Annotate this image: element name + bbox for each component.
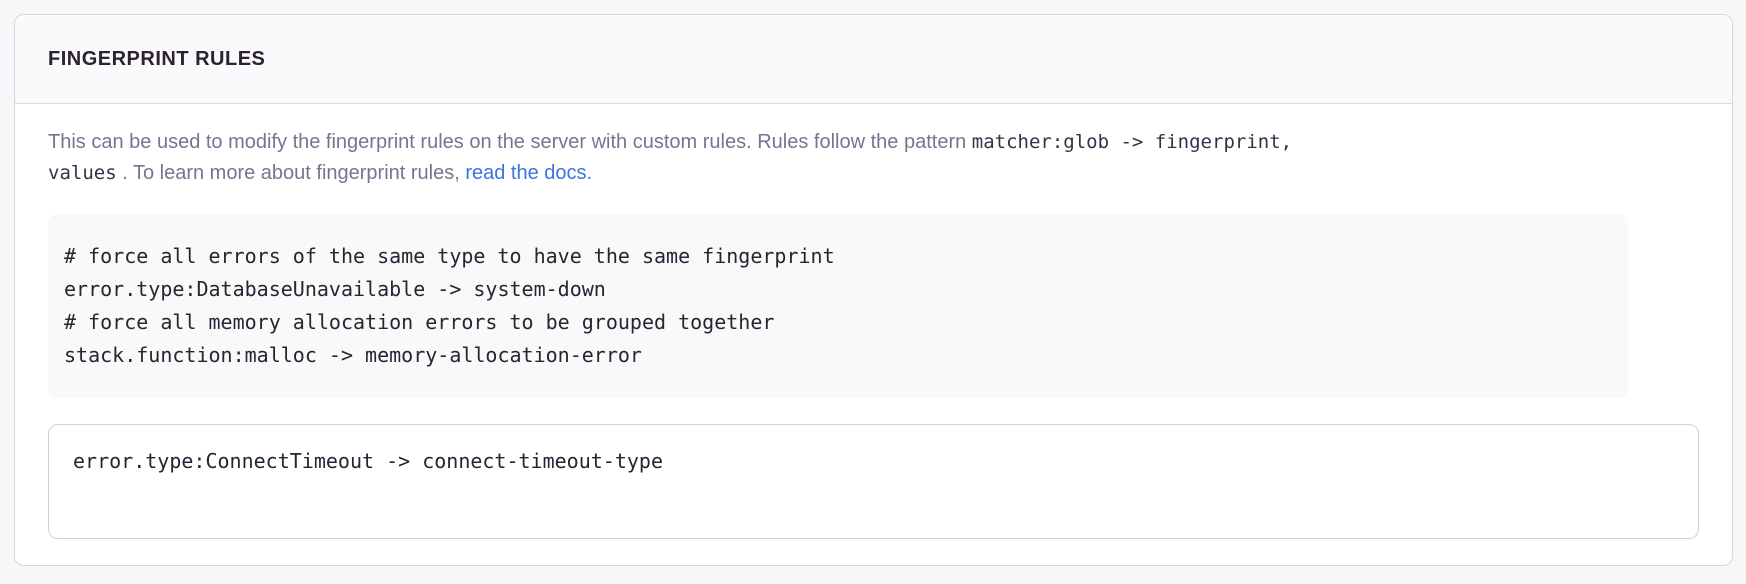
description-intro-text: This can be used to modify the fingerpri… <box>48 131 972 153</box>
panel-header: FINGERPRINT RULES <box>15 15 1732 104</box>
fingerprint-rules-textarea[interactable]: error.type:ConnectTimeout -> connect-tim… <box>48 424 1699 539</box>
pattern-inline-code: matcher:glob -> fingerprint, <box>971 131 1293 153</box>
read-the-docs-link[interactable]: read the docs. <box>465 162 593 184</box>
pattern-inline-code-values: values <box>48 162 117 184</box>
fingerprint-rules-panel: FINGERPRINT RULES This can be used to mo… <box>14 14 1733 566</box>
description: This can be used to modify the fingerpri… <box>48 127 1699 189</box>
panel-body: This can be used to modify the fingerpri… <box>15 104 1732 565</box>
example-rules-code-block: # force all errors of the same type to h… <box>48 214 1628 398</box>
panel-title: FINGERPRINT RULES <box>48 47 266 70</box>
description-middle-text: . To learn more about fingerprint rules, <box>116 162 466 184</box>
